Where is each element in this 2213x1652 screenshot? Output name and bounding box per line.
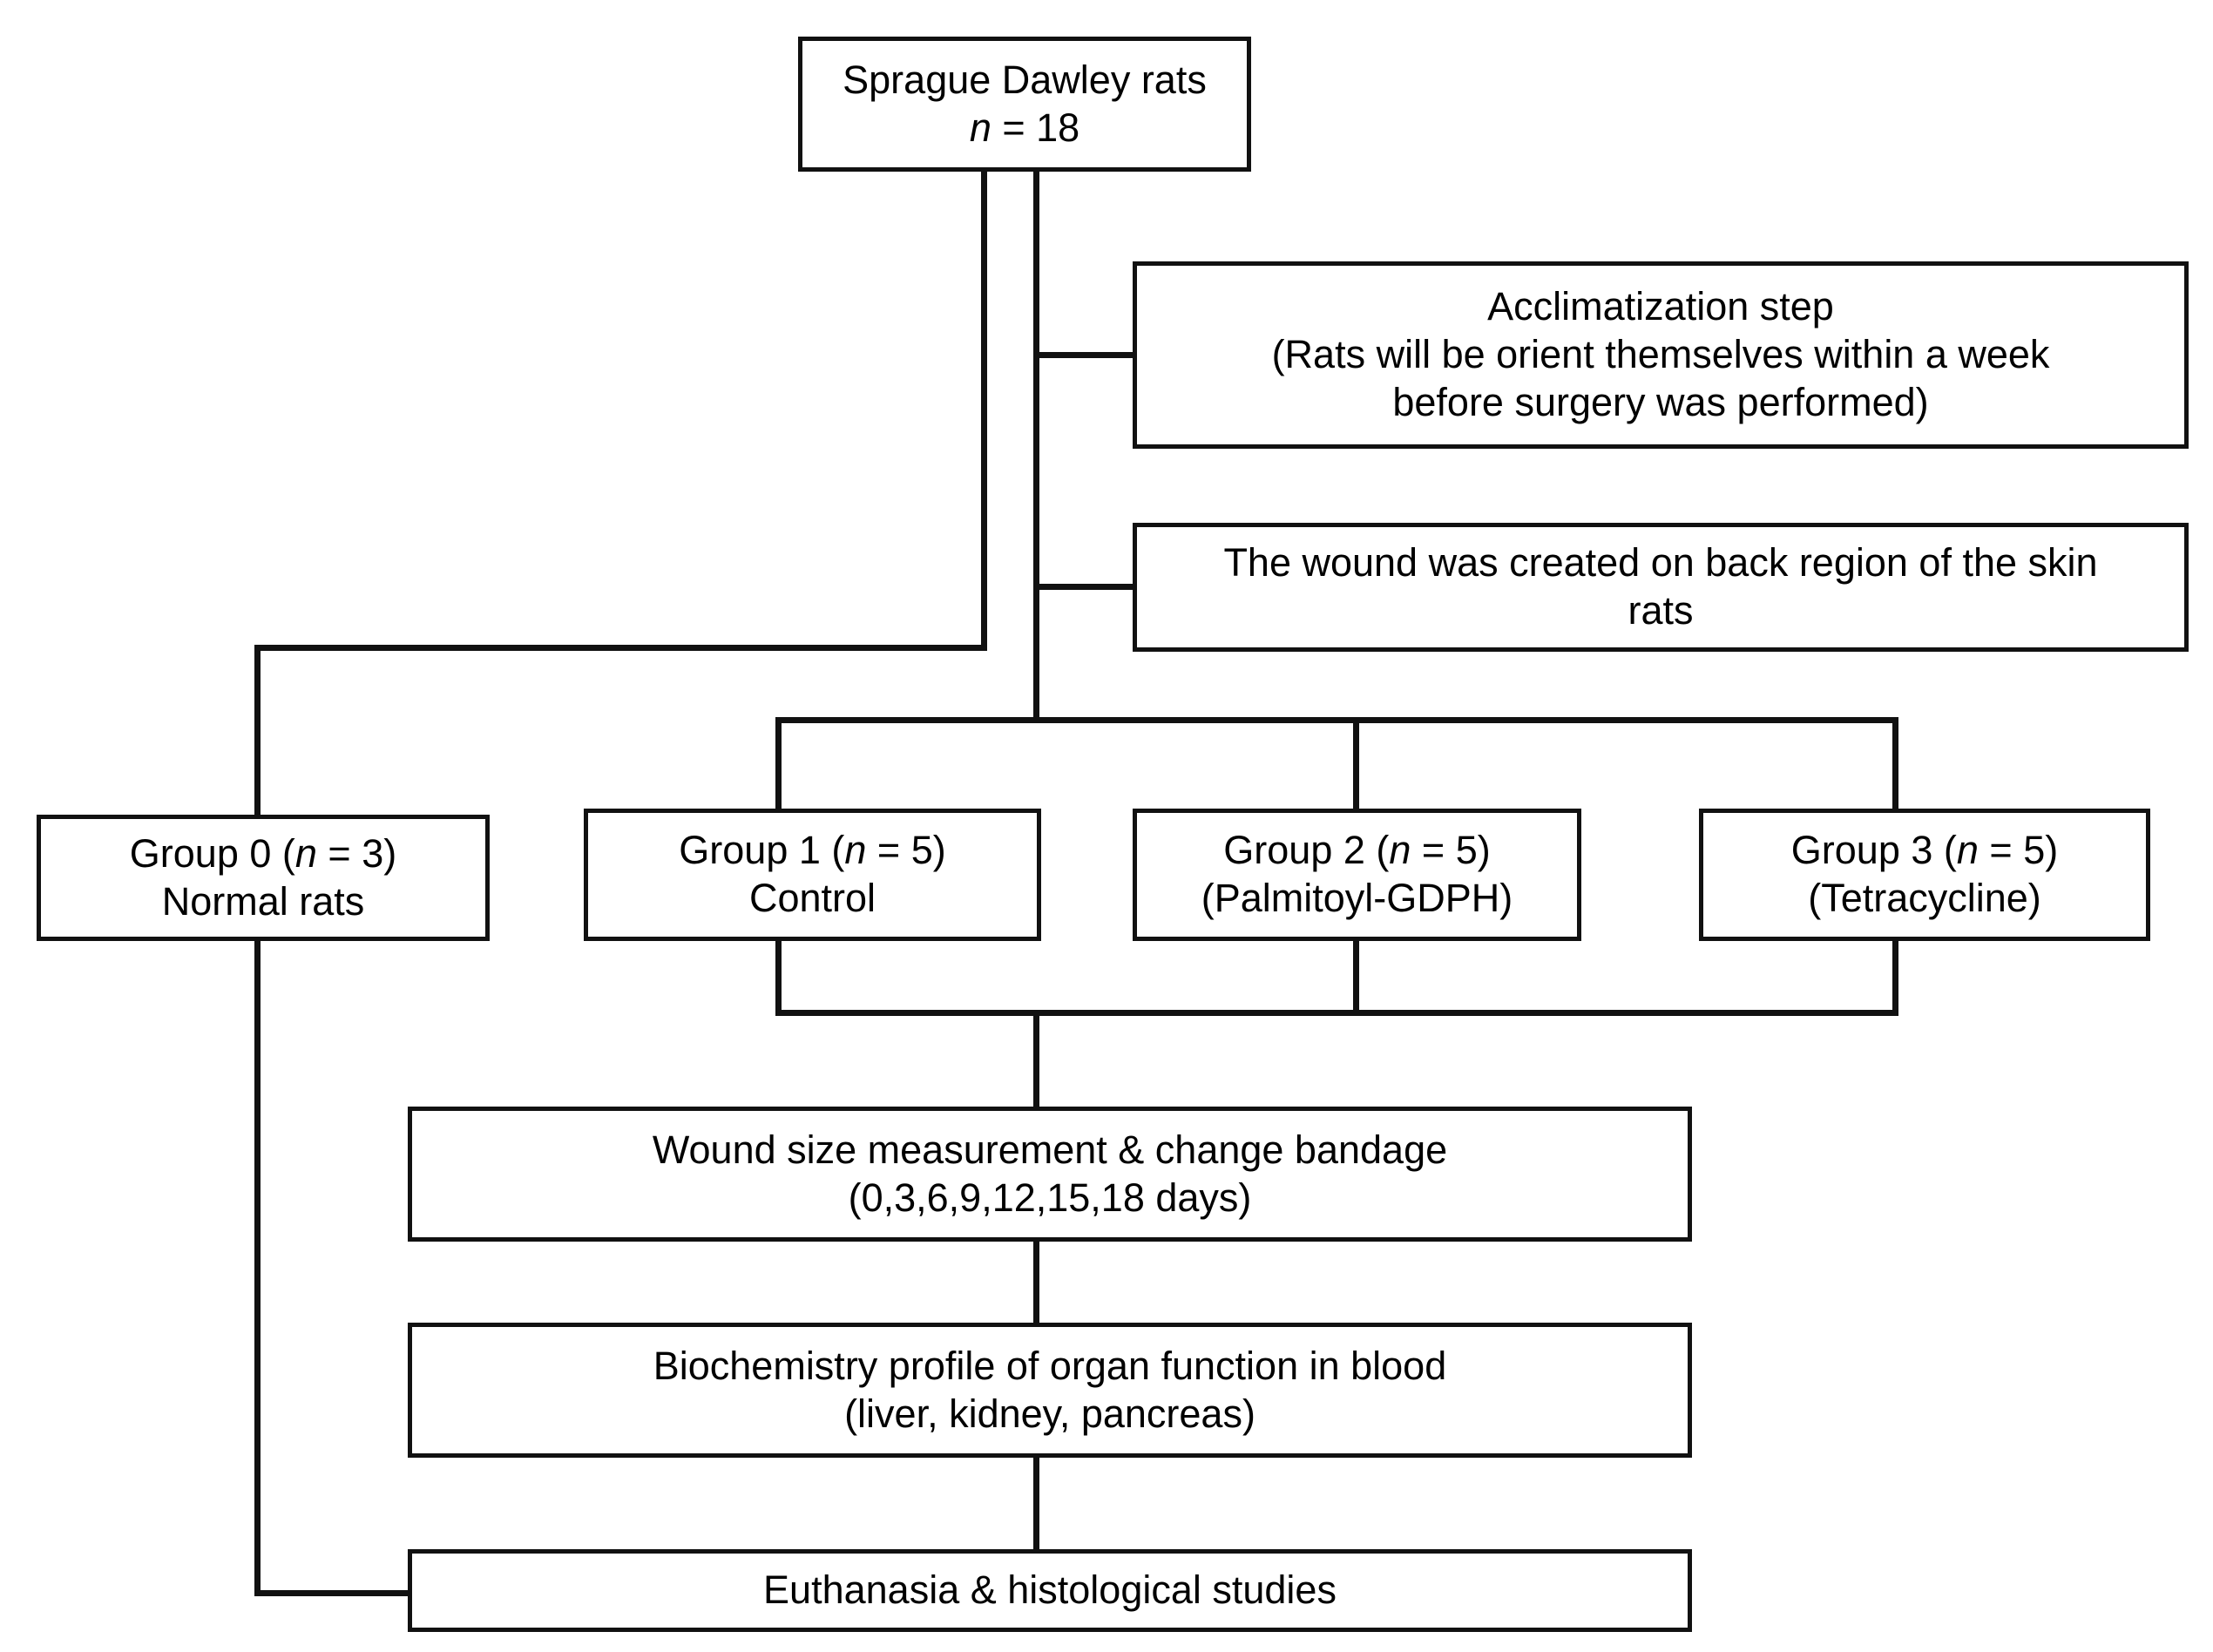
node-biochemistry-profile[interactable]: Biochemistry profile of organ function i… bbox=[408, 1323, 1692, 1458]
node-euthanasia-histology[interactable]: Euthanasia & histological studies bbox=[408, 1549, 1692, 1632]
connector-group-distribution-bar bbox=[775, 717, 1898, 723]
node-line: Euthanasia & histological studies bbox=[763, 1567, 1337, 1613]
node-line: Acclimatization step bbox=[1487, 284, 1834, 329]
connector-trunk-main bbox=[1033, 172, 1039, 722]
connector-group-merge-bar bbox=[775, 1010, 1898, 1016]
node-line: The wound was created on back region of … bbox=[1223, 540, 2098, 586]
node-line: (Rats will be orient themselves within a… bbox=[1271, 332, 2050, 377]
connector-measurement-to-biochemistry bbox=[1033, 1237, 1039, 1329]
node-line: Wound size measurement & change bandage bbox=[652, 1127, 1448, 1172]
node-line: n = 18 bbox=[970, 105, 1079, 152]
italic-n: n bbox=[1389, 828, 1411, 873]
group-label-post: = 5) bbox=[1411, 828, 1491, 873]
node-line: (Palmitoyl-GDPH) bbox=[1201, 876, 1513, 920]
italic-n: n bbox=[1956, 828, 1979, 873]
connector-left-horizontal bbox=[254, 645, 987, 651]
node-line: rats bbox=[1628, 588, 1694, 633]
node-line: Normal rats bbox=[161, 878, 365, 924]
node-line: before surgery was performed) bbox=[1392, 379, 1929, 424]
group-label-pre: Group 0 ( bbox=[129, 830, 295, 876]
group-label-post: = 5) bbox=[866, 828, 946, 873]
connector-bar-to-group2 bbox=[1353, 717, 1359, 813]
connector-to-wound-creation bbox=[1033, 584, 1138, 590]
connector-to-acclimatization bbox=[1033, 352, 1138, 358]
group-label-pre: Group 1 ( bbox=[679, 828, 845, 873]
node-line: Sprague Dawley rats bbox=[843, 57, 1207, 102]
node-line: Group 3 (n = 5) bbox=[1791, 827, 2058, 875]
connector-group0-to-euthanasia bbox=[254, 937, 261, 1596]
connector-group3-to-merge bbox=[1892, 939, 1898, 1016]
node-line: Control bbox=[748, 876, 876, 920]
connector-group0-euthanasia-horizontal bbox=[254, 1590, 416, 1596]
connector-trunk-left bbox=[981, 172, 987, 650]
node-group-3[interactable]: Group 3 (n = 5) (Tetracycline) bbox=[1699, 809, 2150, 941]
group-label-pre: Group 2 ( bbox=[1223, 828, 1390, 873]
node-line: (0,3,6,9,12,15,18 days) bbox=[848, 1175, 1252, 1220]
connector-bar-to-group1 bbox=[775, 717, 782, 813]
node-line: Biochemistry profile of organ function i… bbox=[653, 1343, 1447, 1388]
node-group-0[interactable]: Group 0 (n = 3) Normal rats bbox=[37, 815, 490, 941]
node-line: Group 0 (n = 3) bbox=[130, 830, 396, 878]
node-acclimatization-step[interactable]: Acclimatization step (Rats will be orien… bbox=[1133, 261, 2189, 449]
node-wound-size-measurement[interactable]: Wound size measurement & change bandage … bbox=[408, 1107, 1692, 1242]
connector-biochemistry-to-euthanasia bbox=[1033, 1453, 1039, 1556]
group-label-post: = 3) bbox=[316, 830, 397, 876]
italic-n: n bbox=[844, 828, 867, 873]
connector-bar-to-group3 bbox=[1892, 717, 1898, 813]
node-line: Group 2 (n = 5) bbox=[1223, 827, 1490, 875]
group-label-pre: Group 3 ( bbox=[1790, 828, 1957, 873]
connector-merge-to-measurement bbox=[1033, 1010, 1039, 1113]
node-line: Group 1 (n = 5) bbox=[679, 827, 945, 875]
italic-n: n bbox=[969, 105, 991, 150]
node-group-2[interactable]: Group 2 (n = 5) (Palmitoyl-GDPH) bbox=[1133, 809, 1581, 941]
node-sprague-dawley-rats[interactable]: Sprague Dawley rats n = 18 bbox=[798, 37, 1251, 172]
node-wound-creation[interactable]: The wound was created on back region of … bbox=[1133, 523, 2189, 652]
connector-group2-to-merge bbox=[1353, 939, 1359, 1016]
connector-group1-to-merge bbox=[775, 939, 782, 1016]
node-line: (Tetracycline) bbox=[1808, 876, 2041, 920]
group-label-post: = 5) bbox=[1978, 828, 2059, 873]
italic-n: n bbox=[294, 830, 317, 876]
node-line: (liver, kidney, pancreas) bbox=[844, 1391, 1255, 1436]
node-line-rest: = 18 bbox=[991, 105, 1080, 150]
connector-left-to-group0 bbox=[254, 645, 261, 819]
node-group-1[interactable]: Group 1 (n = 5) Control bbox=[584, 809, 1041, 941]
